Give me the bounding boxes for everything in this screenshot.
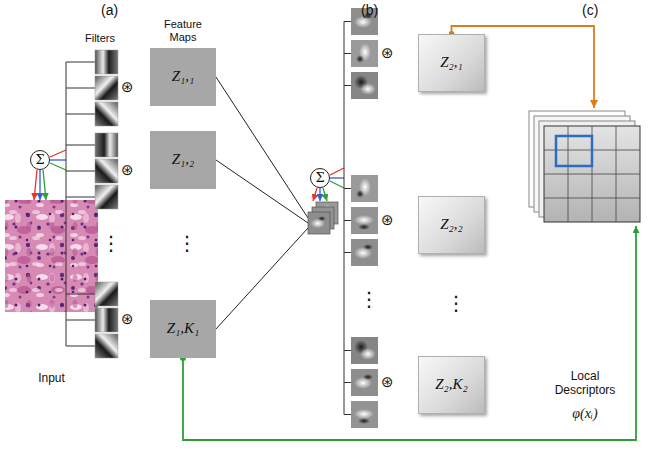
wire bbox=[313, 188, 317, 201]
panel-label: Filters bbox=[85, 32, 115, 45]
filter bbox=[351, 239, 378, 266]
descriptor-planes bbox=[529, 111, 640, 222]
filter bbox=[95, 282, 118, 306]
wire bbox=[330, 168, 344, 175]
connector-line bbox=[39, 170, 40, 200]
wire bbox=[50, 163, 66, 170]
wire bbox=[319, 188, 320, 201]
sum-circle: Σ bbox=[30, 150, 50, 170]
filter bbox=[95, 185, 118, 209]
feature-map: Z₁,₂ bbox=[150, 131, 216, 189]
filter bbox=[351, 40, 378, 67]
connector-line bbox=[183, 226, 636, 440]
connector bbox=[34, 170, 46, 200]
sum-circle: Σ bbox=[310, 168, 330, 188]
wire bbox=[50, 159, 66, 160]
descriptor-stack: Local Descriptorsφ(xᵢ) bbox=[526, 108, 646, 226]
grid bbox=[544, 126, 640, 222]
filter-bracket bbox=[66, 62, 95, 346]
operator-symbol: ⊛ bbox=[121, 162, 134, 179]
filters-layer1 bbox=[95, 50, 118, 358]
filter bbox=[95, 159, 118, 183]
tissue bbox=[5, 200, 98, 312]
feature-map: Z₁,K₁ bbox=[150, 300, 216, 358]
feature-map: Z₁,₁ bbox=[150, 48, 216, 106]
operator-symbol: ⊛ bbox=[381, 374, 394, 391]
operator-symbol: ⋮ bbox=[101, 232, 121, 255]
wire bbox=[330, 177, 344, 178]
filter bbox=[351, 337, 378, 364]
pooling-lines bbox=[216, 77, 308, 329]
caption-block: Input bbox=[5, 372, 98, 386]
filter bbox=[95, 133, 118, 157]
panel-label: (b) bbox=[361, 2, 378, 18]
filters-layer2 bbox=[351, 8, 378, 428]
map-label: Z₁,₂ bbox=[172, 151, 195, 168]
operator-symbol: ⊛ bbox=[121, 311, 134, 328]
filter bbox=[95, 76, 118, 100]
map-border bbox=[308, 212, 330, 234]
input-image bbox=[5, 200, 98, 312]
map bbox=[308, 212, 330, 234]
panel-label: (a) bbox=[101, 2, 118, 18]
filter-bracket bbox=[344, 22, 351, 415]
filter bbox=[351, 369, 378, 396]
connector-line bbox=[43, 170, 46, 200]
image-caption: Input bbox=[5, 372, 98, 386]
map-label: Z₁,K₁ bbox=[167, 320, 200, 337]
feature-map: Z₂,K₂ bbox=[418, 356, 485, 414]
filter bbox=[351, 72, 378, 99]
connector-line bbox=[34, 170, 37, 200]
descriptor-caption: Local Descriptors bbox=[545, 370, 625, 398]
map-label: Z₁,₁ bbox=[172, 68, 195, 85]
panel-label: Feature Maps bbox=[156, 18, 210, 43]
map-label: Z₂,₂ bbox=[440, 216, 463, 233]
caption-block: Local Descriptors φ(xᵢ) bbox=[545, 370, 625, 422]
wire bbox=[323, 188, 327, 201]
filter bbox=[351, 207, 378, 234]
operator-symbol: ⋮ bbox=[446, 292, 466, 315]
wire bbox=[330, 181, 344, 188]
map-stack bbox=[308, 202, 338, 234]
descriptor-caption: φ(xᵢ) bbox=[545, 406, 625, 422]
filter bbox=[95, 50, 118, 74]
filter bbox=[95, 334, 118, 358]
panel-label: (c) bbox=[582, 2, 598, 18]
sum-symbol: Σ bbox=[315, 171, 324, 186]
filter bbox=[95, 102, 118, 126]
filter bbox=[95, 308, 118, 332]
feature-map: Z₂,₁ bbox=[418, 34, 485, 92]
operator-symbol: ⋮ bbox=[177, 232, 197, 255]
tissue bbox=[5, 200, 98, 312]
operator-symbol: ⊛ bbox=[381, 212, 394, 229]
filter bbox=[351, 175, 378, 202]
operator-symbol: ⊛ bbox=[381, 45, 394, 62]
input-image: Input bbox=[5, 200, 98, 312]
map-label: Z₂,₁ bbox=[440, 54, 463, 71]
map-label: Z₂,K₂ bbox=[435, 376, 468, 393]
wire bbox=[50, 150, 66, 157]
operator-symbol: ⊛ bbox=[121, 79, 134, 96]
connector bbox=[183, 226, 636, 440]
feature-map: Z₂,₂ bbox=[418, 196, 485, 254]
operator-symbol: ⋮ bbox=[359, 288, 379, 311]
patch-highlight bbox=[556, 136, 592, 166]
filter bbox=[351, 401, 378, 428]
sum-symbol: Σ bbox=[35, 153, 44, 168]
plane bbox=[544, 126, 640, 222]
